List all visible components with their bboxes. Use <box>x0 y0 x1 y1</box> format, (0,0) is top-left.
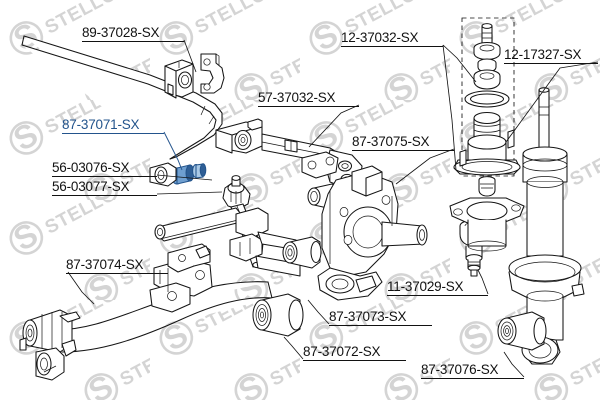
steering-knuckle-hub-part <box>317 165 428 301</box>
trailing-arm-bracket-cluster <box>149 207 301 313</box>
part-label-underline-control-arm-bushing-75 <box>352 150 454 151</box>
part-label-control-arm-bushing-75[interactable]: 87-37075-SX <box>352 134 430 149</box>
part-label-lateral-control-arm[interactable]: 57-37032-SX <box>258 90 336 105</box>
part-label-stabilizer-link-bushing[interactable]: 87-37071-SX <box>62 117 140 132</box>
shock-absorber-bushing-part <box>497 311 547 351</box>
part-label-underline-strut-bump-stop-kit <box>504 63 598 64</box>
part-label-underline-lateral-control-arm <box>258 106 359 107</box>
part-label-underline-stabilizer-bar-bushing <box>82 41 184 42</box>
strut-mount-assembly-group <box>449 17 525 252</box>
stabilizer-bar-part <box>21 35 223 160</box>
part-label-underline-ball-joint <box>387 295 488 296</box>
part-label-stabilizer-bar-bushing[interactable]: 89-37028-SX <box>82 25 160 40</box>
part-label-underline-trailing-arm-bushing-74 <box>66 273 168 274</box>
part-label-underline-stabilizer-link-56-03077 <box>52 195 157 196</box>
part-label-ball-joint[interactable]: 11-37029-SX <box>387 279 464 294</box>
part-label-underline-stabilizer-link-bushing <box>62 133 164 134</box>
part-label-trailing-arm-bushing-74[interactable]: 87-37074-SX <box>66 257 144 272</box>
stabilizer-bar-bushing-part <box>164 59 194 99</box>
part-label-underline-control-arm-bushing-73 <box>329 325 432 326</box>
knuckle-mount-bracket-part <box>301 151 339 179</box>
part-label-control-arm-bushing-72[interactable]: 87-37072-SX <box>303 344 381 359</box>
stabilizer-bar-clamp-part <box>200 53 225 94</box>
trailing-arm-part <box>19 281 273 381</box>
part-label-stabilizer-link-56-03077[interactable]: 56-03077-SX <box>52 179 130 194</box>
shock-absorber-strut-part <box>508 87 585 365</box>
part-label-control-arm-bushing-73[interactable]: 87-37073-SX <box>329 309 407 324</box>
part-label-strut-bump-stop-kit[interactable]: 12-17327-SX <box>504 47 582 62</box>
control-arm-bushing-73-part <box>282 236 322 269</box>
part-label-underline-stabilizer-link-56-03076 <box>52 176 157 177</box>
part-label-underline-strut-mount-bearing <box>341 46 443 47</box>
part-label-underline-shock-absorber-bushing <box>421 378 524 379</box>
part-label-stabilizer-link-56-03076[interactable]: 56-03076-SX <box>52 160 130 175</box>
part-label-underline-control-arm-bushing-72 <box>303 360 406 361</box>
leader-lines <box>67 39 599 378</box>
part-label-strut-mount-bearing[interactable]: 12-37032-SX <box>341 30 419 45</box>
part-label-shock-absorber-bushing[interactable]: 87-37076-SX <box>421 362 499 377</box>
control-arm-bushing-72-part <box>252 293 304 337</box>
